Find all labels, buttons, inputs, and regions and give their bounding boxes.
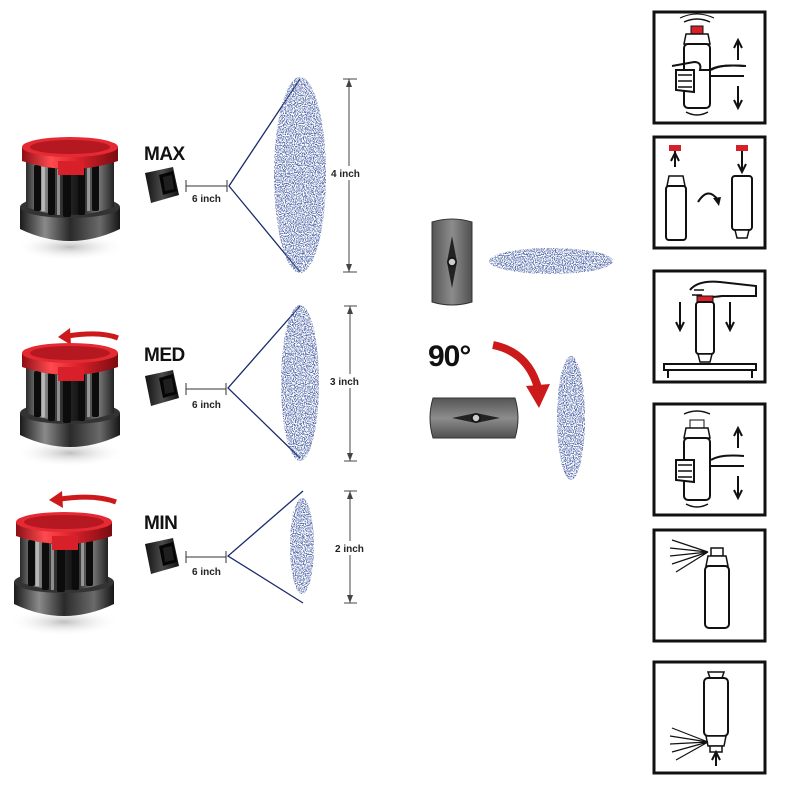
rotation-label: 90° <box>428 340 470 373</box>
shake-can-again-icon <box>675 410 745 508</box>
med-knob-icon <box>14 343 126 467</box>
max-knob-icon <box>14 137 126 261</box>
rotate-arrow-icon <box>492 341 542 390</box>
min-spray-pattern <box>290 498 314 594</box>
med-distance: 6 inch <box>192 400 221 411</box>
med-label: MED <box>144 345 185 366</box>
min-nozzle-icon <box>145 538 179 574</box>
press-cap-on-table-icon <box>663 280 757 378</box>
min-label: MIN <box>144 513 177 534</box>
instruction-panel <box>652 10 767 775</box>
med-spray-pattern <box>281 305 319 461</box>
setting-max: MAX 6 inch 4 inch <box>14 77 364 273</box>
horizontal-spray-pattern <box>489 248 613 274</box>
vertical-spray-pattern <box>557 356 585 480</box>
shake-can-icon <box>671 13 747 116</box>
instruction-step-6 <box>652 660 767 775</box>
spray-inverted-icon <box>669 671 729 766</box>
max-distance: 6 inch <box>192 194 221 205</box>
setting-min: MIN 6 inch 2 inch <box>8 490 367 636</box>
max-size: 4 inch <box>331 169 360 180</box>
max-nozzle-icon <box>145 167 179 203</box>
instruction-step-4 <box>652 402 767 517</box>
setting-med: MED 6 inch 3 inch <box>14 305 362 467</box>
horizontal-nozzle-icon <box>429 397 519 439</box>
swap-cap-icon <box>665 145 753 241</box>
instruction-step-1 <box>652 10 767 125</box>
max-spray-pattern <box>274 77 326 273</box>
rotation-section: 90° <box>428 218 613 480</box>
spray-upright-icon <box>669 539 730 629</box>
instruction-step-5 <box>652 528 767 643</box>
vertical-nozzle-icon <box>431 218 473 306</box>
min-distance: 6 inch <box>192 567 221 578</box>
med-size: 3 inch <box>330 377 359 388</box>
med-nozzle-icon <box>145 370 179 406</box>
max-label: MAX <box>144 144 186 165</box>
instruction-step-2 <box>652 135 767 250</box>
instruction-step-3 <box>652 269 767 384</box>
min-size: 2 inch <box>335 544 364 555</box>
min-knob-icon <box>8 512 120 636</box>
